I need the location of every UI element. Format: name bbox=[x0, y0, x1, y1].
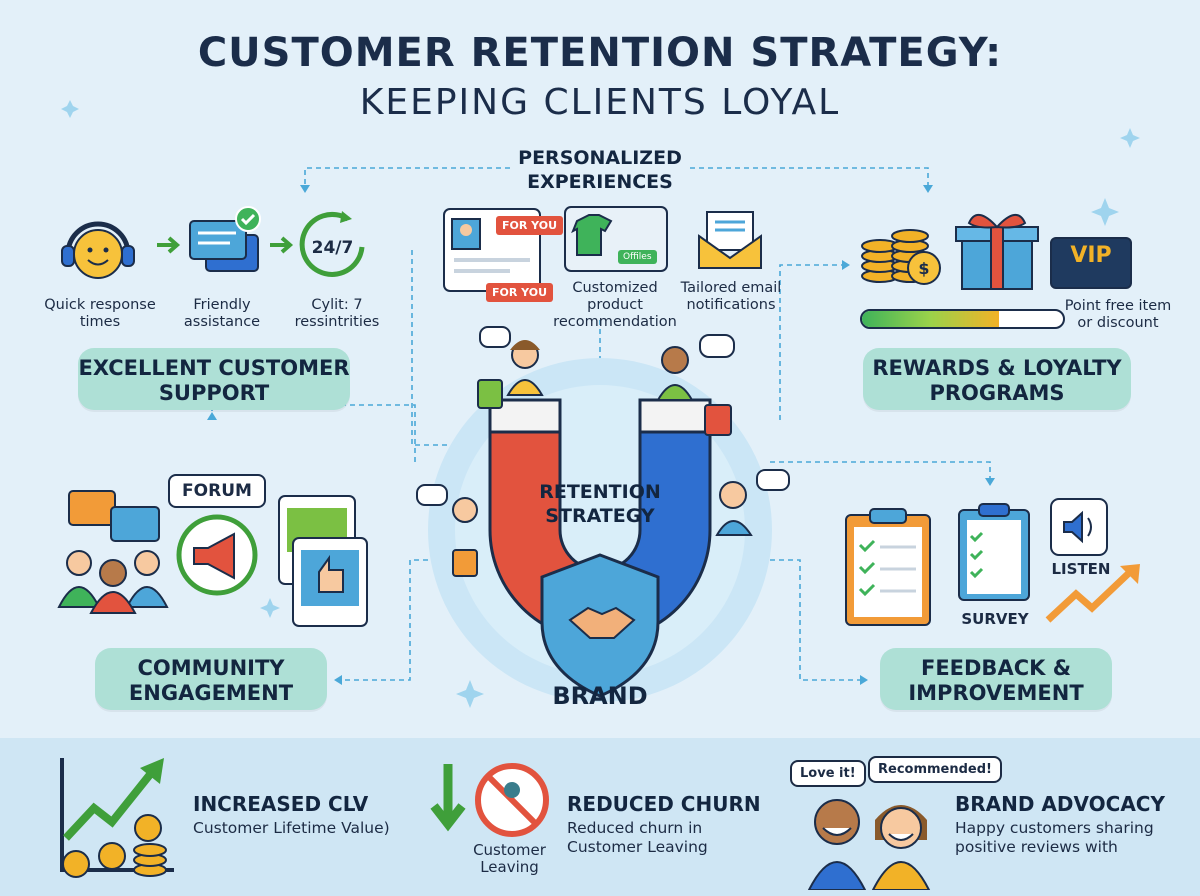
personalized-title: PERSONALIZED EXPERIENCES bbox=[518, 147, 682, 193]
caption-email-notifications: Tailored email notifications bbox=[680, 280, 782, 313]
recommended-bubble: Recommended! bbox=[868, 756, 1002, 783]
email-envelope-icon bbox=[698, 211, 762, 269]
love-it-bubble: Love it! bbox=[790, 760, 866, 787]
connector-center-feedback-2 bbox=[770, 559, 860, 681]
churn-title: REDUCED CHURN bbox=[567, 792, 761, 816]
forum-badge: FORUM bbox=[168, 474, 266, 508]
connector-personal-rewards bbox=[690, 167, 929, 185]
happy-customers-icon bbox=[807, 799, 931, 890]
caption-247: Cylit: 7 ressintrities bbox=[294, 297, 380, 330]
growth-chart-coins-icon bbox=[60, 758, 174, 878]
churn-subtitle: Reduced churn in Customer Leaving bbox=[567, 819, 708, 856]
arrow-right-icon-2 bbox=[270, 236, 294, 254]
clv-subtitle: Customer Lifetime Value) bbox=[193, 819, 390, 837]
loyalty-progress-bar bbox=[860, 309, 1065, 329]
retention-magnet-graphic bbox=[428, 358, 772, 702]
megaphone-icon bbox=[176, 514, 258, 596]
caption-product-recommendation: Customized product recommendation bbox=[553, 280, 677, 330]
survey-label: SURVEY bbox=[961, 610, 1029, 628]
clv-title: INCREASED CLV bbox=[193, 792, 369, 816]
community-pill: COMMUNITY ENGAGEMENT bbox=[95, 648, 327, 710]
caption-friendly-assistance: Friendly assistance bbox=[183, 297, 261, 330]
customer-figure-3 bbox=[416, 484, 478, 577]
support-pill: EXCELLENT CUSTOMER SUPPORT bbox=[78, 348, 350, 410]
listen-label: LISTEN bbox=[1051, 560, 1111, 578]
customer-figure-2 bbox=[656, 334, 735, 436]
checklist-clipboard-icon bbox=[845, 508, 931, 626]
churn-no-leaving-icon bbox=[430, 763, 549, 837]
customer-figure-4 bbox=[715, 469, 790, 536]
chat-bubbles-icon bbox=[189, 206, 261, 272]
trend-up-arrow-icon bbox=[1045, 564, 1140, 623]
loyalty-progress-fill bbox=[862, 311, 999, 327]
customer-figure-1 bbox=[477, 326, 544, 409]
for-you-tag-1: FOR YOU bbox=[496, 216, 564, 235]
caption-quick-response: Quick response times bbox=[44, 297, 156, 330]
connector-rewards-center bbox=[779, 264, 842, 420]
speaker-icon bbox=[1050, 498, 1108, 556]
advocacy-title: BRAND ADVOCACY bbox=[955, 792, 1165, 816]
clock-247-icon bbox=[299, 211, 365, 277]
caption-point-free: Point free item or discount bbox=[1064, 298, 1172, 331]
center-label: RETENTION STRATEGY bbox=[539, 481, 661, 527]
page-title: CUSTOMER RETENTION STRATEGY: bbox=[197, 30, 1003, 76]
feedback-pill: FEEDBACK & IMPROVEMENT bbox=[880, 648, 1112, 710]
svg-text:$: $ bbox=[918, 259, 929, 278]
page-subtitle: KEEPING CLIENTS LOYAL bbox=[359, 82, 841, 123]
offers-tag: Offiles bbox=[618, 250, 657, 264]
advocacy-subtitle: Happy customers sharing positive reviews… bbox=[955, 819, 1154, 856]
community-people-icon bbox=[57, 490, 169, 614]
churn-icon-caption: Customer Leaving bbox=[473, 841, 546, 876]
headset-smiley-icon bbox=[61, 221, 135, 279]
connector-center-feedback bbox=[770, 461, 991, 478]
for-you-tag-2: FOR YOU bbox=[486, 283, 554, 302]
social-post-icon bbox=[278, 495, 368, 627]
badge-247: 24/7 bbox=[311, 238, 354, 258]
vip-label: VIP bbox=[1070, 243, 1112, 268]
gift-box-icon bbox=[955, 214, 1039, 290]
connector-center-support bbox=[211, 404, 416, 462]
survey-clipboard-icon bbox=[958, 503, 1030, 601]
connector-personal-support bbox=[304, 167, 510, 185]
coin-stack-icon: $ bbox=[861, 229, 941, 285]
vip-card-icon bbox=[1050, 237, 1132, 289]
rewards-pill: REWARDS & LOYALTY PROGRAMS bbox=[863, 348, 1131, 410]
connector-support-center bbox=[411, 250, 468, 446]
brand-label: BRAND bbox=[552, 682, 648, 710]
arrow-right-icon bbox=[157, 236, 181, 254]
